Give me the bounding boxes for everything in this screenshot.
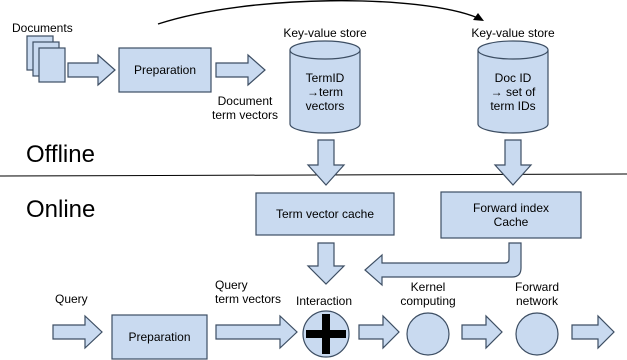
arrow-kernel-to-forward (461, 314, 503, 350)
arrow-forward-index-to-interaction (364, 242, 522, 287)
interaction-label: Interaction (296, 294, 353, 308)
forward-index-cache-label: Forward index Cache (472, 201, 550, 229)
document-term-vectors-label: Document term vectors (211, 94, 278, 122)
query-term-vectors-label: Query term vectors (215, 278, 282, 306)
curved-arrow-top (157, 0, 484, 25)
arrow-docs-to-prep (67, 53, 116, 87)
arrow-prep-to-interaction (215, 314, 298, 350)
forward-network-circle (515, 312, 559, 356)
arrow-store1-down (306, 139, 346, 186)
arrow-output (571, 314, 615, 350)
preparation-bottom-label: Preparation (128, 330, 191, 344)
key-value-store-1-cylinder (289, 40, 361, 134)
key-value-store-2-cylinder (477, 40, 549, 134)
arrow-prep-to-store (215, 53, 266, 87)
key-value-store-1-text: TermID →term vectors (305, 71, 345, 113)
arrow-query-to-prep (52, 314, 103, 350)
preparation-bottom-box (111, 314, 208, 360)
term-vector-cache-box (255, 192, 395, 236)
key-value-store-2-label: Key-value store (471, 26, 555, 40)
arrow-cache-to-interaction (306, 242, 346, 285)
key-value-store-1-label: Key-value store (283, 26, 367, 40)
online-label: Online (26, 196, 96, 223)
kernel-computing-label: Kernel computing (400, 280, 456, 308)
preparation-top-label: Preparation (133, 63, 197, 77)
query-label: Query (55, 292, 88, 306)
preparation-top-box (118, 47, 212, 93)
interaction-plus-icon (302, 310, 350, 358)
offline-online-divider (0, 173, 627, 177)
forward-index-cache-box (440, 191, 582, 239)
offline-label: Offline (26, 141, 95, 168)
kernel-computing-circle (406, 312, 450, 356)
documents-stack-icon (26, 35, 66, 83)
documents-label: Documents (12, 21, 73, 35)
arrow-interaction-to-kernel (358, 314, 400, 350)
forward-network-label: Forward network (514, 280, 559, 308)
key-value-store-2-text: Doc ID → set of term IDs (490, 71, 536, 113)
arrow-store2-down (493, 139, 533, 186)
term-vector-cache-label: Term vector cache (275, 207, 375, 221)
